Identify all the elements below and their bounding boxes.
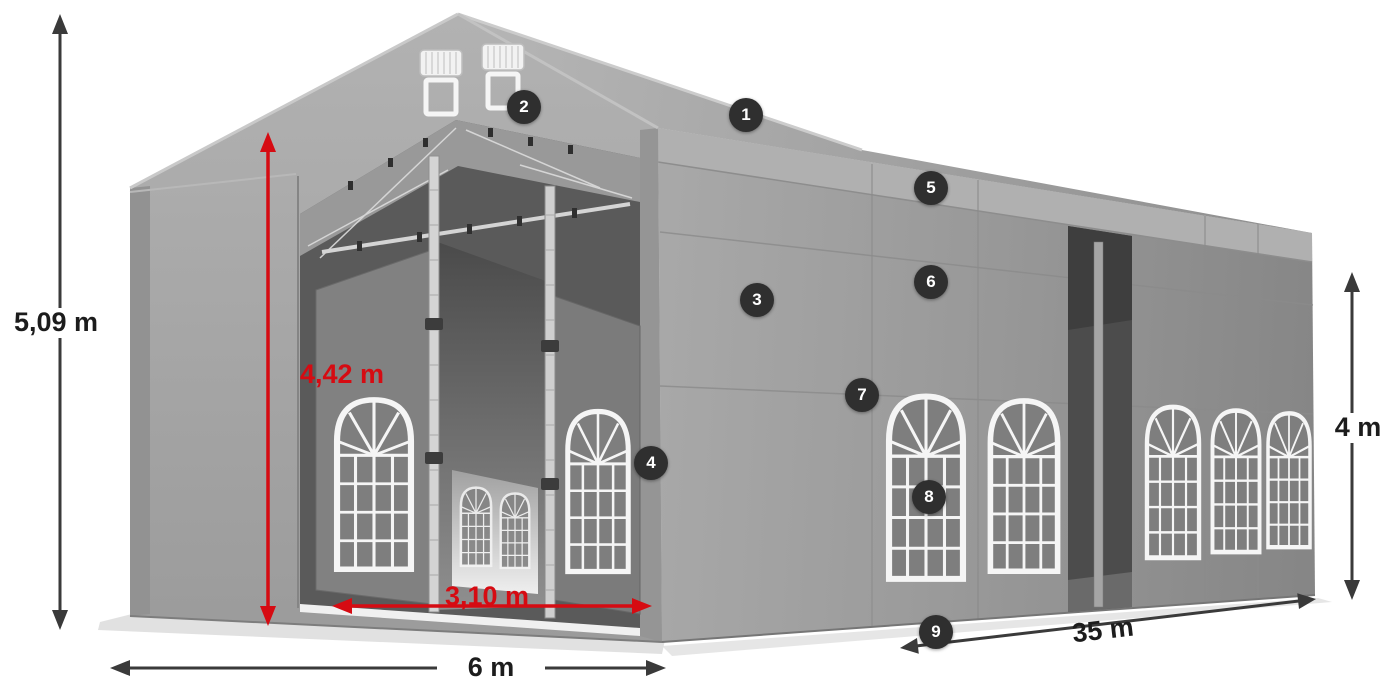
entrance-posts [425,155,559,619]
roof-side-panel [457,12,1312,233]
side-entrance-opening [1068,226,1132,612]
roof-edges [129,12,659,190]
hotspot-badge-8[interactable]: 8 [912,480,946,514]
hotspot-badge-5[interactable]: 5 [914,171,948,205]
dimension-entrance-width: 3,10 m [444,581,530,611]
dimension-side-height: 4 m [1316,412,1400,443]
hotspot-badge-2[interactable]: 2 [507,90,541,124]
hotspot-badge-4[interactable]: 4 [634,446,668,480]
hotspot-badge-6[interactable]: 6 [914,265,948,299]
arrow-entrance-width [332,598,652,614]
dimension-total-height: 5,09 m [0,307,112,338]
arrow-length [900,593,1316,654]
interior-cables [307,127,633,259]
hotspot-badge-9[interactable]: 9 [919,615,953,649]
hotspot-badge-3[interactable]: 3 [740,283,774,317]
hotspot-badge-7[interactable]: 7 [845,378,879,412]
rail-clamps [357,208,577,251]
dimension-width: 6 m [437,652,545,683]
arrow-entrance-height [260,132,276,626]
dimension-entrance-height: 4,42 m [299,359,385,389]
hotspot-badge-1[interactable]: 1 [729,98,763,132]
ground-shadow [98,598,1332,656]
arrow-width [110,660,666,676]
side-wall [657,128,1316,643]
